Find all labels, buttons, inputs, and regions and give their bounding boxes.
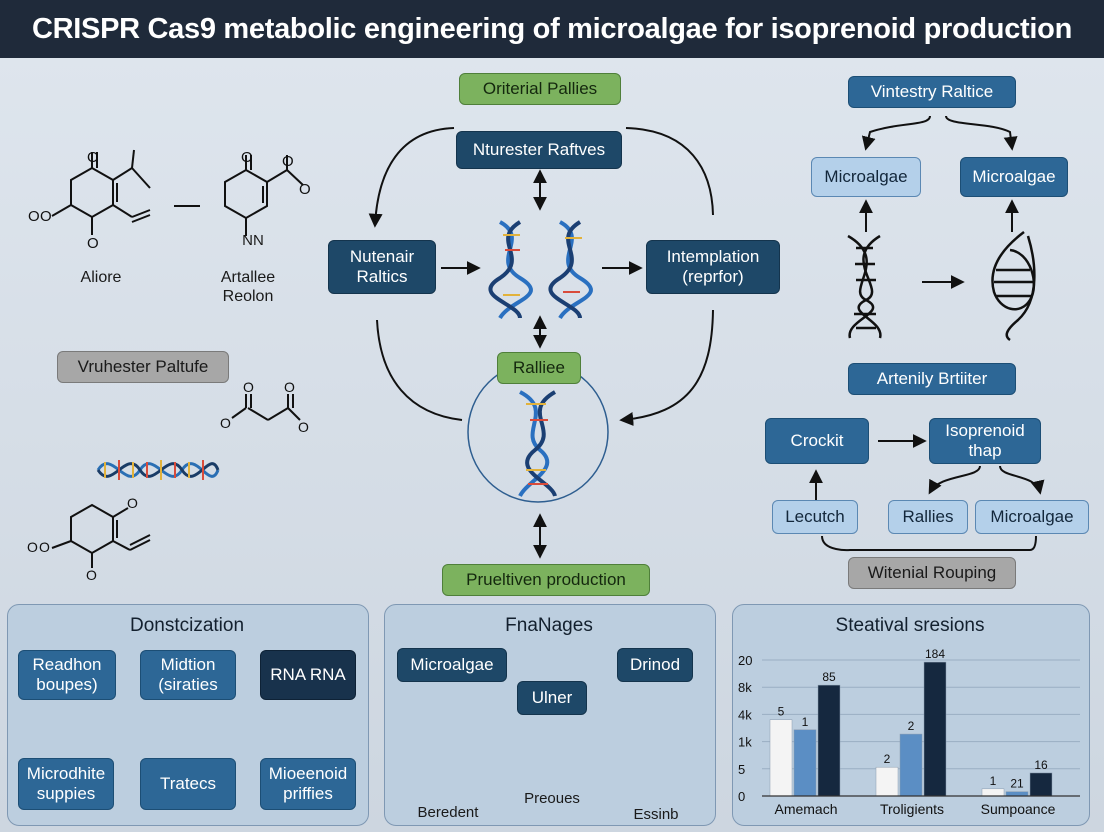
essinb-label: Essinb bbox=[633, 806, 679, 823]
rna-box: RNA RNA bbox=[260, 650, 356, 700]
production-box: Prueltiven production bbox=[442, 564, 650, 596]
chart-bar bbox=[1005, 791, 1029, 797]
chart-category-label: Sumpoance bbox=[981, 801, 1056, 817]
chart-data-label: 21 bbox=[1010, 777, 1024, 791]
chart-data-label: 1 bbox=[990, 774, 997, 788]
chart-bar bbox=[899, 733, 923, 797]
panel2-microalgae-box: Microalgae bbox=[397, 648, 507, 682]
svg-text:O: O bbox=[87, 235, 99, 252]
vruhester-paltufe-box: Vruhester Paltufe bbox=[57, 351, 229, 383]
oriterial-pallies-box: Oriterial Pallies bbox=[459, 73, 621, 105]
intemplation-box: Intemplation (reprfor) bbox=[646, 240, 780, 294]
panel-fnanages-title: FnaNages bbox=[505, 615, 593, 636]
chart-bar bbox=[923, 661, 947, 797]
chart-y-tick-label: 20 bbox=[738, 653, 752, 668]
page-title: CRISPR Cas9 metabolic engineering of mic… bbox=[0, 0, 1104, 58]
svg-text:O: O bbox=[220, 415, 231, 431]
crockit-box: Crockit bbox=[765, 418, 869, 464]
chart-data-label: 184 bbox=[925, 647, 945, 661]
chart-bar bbox=[817, 684, 841, 797]
dna-loop-icon bbox=[991, 231, 1036, 342]
svg-text:O: O bbox=[87, 149, 99, 166]
microdhite-box: Microdhite suppies bbox=[18, 758, 114, 810]
chart-bar bbox=[981, 788, 1005, 797]
isoprenoid-box: Isoprenoid thap bbox=[929, 418, 1041, 464]
dna-right-icon bbox=[847, 234, 882, 339]
nturester-raftves-box: Nturester Raftves bbox=[456, 131, 622, 169]
chart-bar bbox=[875, 766, 899, 797]
svg-text:O: O bbox=[284, 379, 295, 395]
mioeenoid-box: Mioeenoid priffies bbox=[260, 758, 356, 810]
midtion-box: Midtion (siraties bbox=[140, 650, 236, 700]
svg-text:O: O bbox=[28, 208, 40, 225]
chart-data-label: 2 bbox=[908, 719, 915, 733]
preoues-label: Preoues bbox=[524, 790, 580, 807]
dna-small-icon bbox=[96, 460, 220, 480]
chart-title: Steatival sresions bbox=[835, 615, 985, 636]
svg-text:O: O bbox=[39, 539, 50, 555]
svg-text:O: O bbox=[40, 208, 52, 225]
svg-text:O: O bbox=[127, 495, 138, 511]
rallies-box: Rallies bbox=[888, 500, 968, 534]
chart-data-label: 85 bbox=[822, 670, 836, 684]
nutenair-raltics-box: Nutenair Raltics bbox=[328, 240, 436, 294]
svg-text:O: O bbox=[282, 153, 294, 170]
chart-y-tick-label: 0 bbox=[738, 789, 745, 804]
tratecs-box: Tratecs bbox=[140, 758, 236, 810]
microalgae-box-1: Microalgae bbox=[811, 157, 921, 197]
beredent-label: Beredent bbox=[417, 804, 479, 821]
svg-text:O: O bbox=[299, 181, 311, 198]
chart-category-label: Troligients bbox=[880, 801, 944, 817]
ralliee-box: Ralliee bbox=[497, 352, 581, 384]
artenily-brtiiter-box: Artenily Brtiiter bbox=[848, 363, 1016, 395]
dna-circle-icon bbox=[518, 390, 557, 498]
svg-text:O: O bbox=[243, 379, 254, 395]
chart-y-tick-label: 1k bbox=[738, 735, 752, 750]
svg-text:O: O bbox=[298, 419, 309, 435]
drinod-box: Drinod bbox=[617, 648, 693, 682]
chart-category-label: Amemach bbox=[774, 801, 837, 817]
svg-text:O: O bbox=[27, 539, 38, 555]
chart-data-label: 16 bbox=[1034, 758, 1048, 772]
microalgae-box-2: Microalgae bbox=[960, 157, 1068, 197]
molecule-artallee-label: Artallee Reolon bbox=[220, 269, 276, 306]
molecule-artallee-atom: NN bbox=[242, 232, 264, 249]
vintestry-raltice-box: Vintestry Raltice bbox=[848, 76, 1016, 108]
svg-text:O: O bbox=[86, 567, 97, 583]
ulner-box: Ulner bbox=[517, 681, 587, 715]
chart-y-tick-label: 8k bbox=[738, 680, 752, 695]
molecule-aliore-icon bbox=[51, 149, 151, 235]
panel-fnanages: FnaNages bbox=[384, 604, 716, 826]
microalgae-box-3: Microalgae bbox=[975, 500, 1089, 534]
chart-y-tick-label: 5 bbox=[738, 762, 745, 777]
chart-data-label: 2 bbox=[884, 752, 891, 766]
readhon-box: Readhon boupes) bbox=[18, 650, 116, 700]
molecule-aliore-label: Aliore bbox=[80, 269, 122, 286]
panel-donstcization-title: Donstcization bbox=[129, 615, 245, 636]
chart-y-tick-label: 4k bbox=[738, 707, 752, 722]
lecutch-box: Lecutch bbox=[772, 500, 858, 534]
chart-bar bbox=[769, 719, 793, 797]
witenial-rouping-box: Witenial Rouping bbox=[848, 557, 1016, 589]
molecule-artallee-icon bbox=[224, 155, 304, 236]
chart-bar bbox=[1029, 772, 1053, 797]
svg-text:O: O bbox=[241, 149, 253, 166]
chart-data-label: 5 bbox=[778, 705, 785, 719]
chart-data-label: 1 bbox=[802, 715, 809, 729]
chart-bar bbox=[793, 729, 817, 797]
dna-center-icon bbox=[488, 220, 593, 320]
